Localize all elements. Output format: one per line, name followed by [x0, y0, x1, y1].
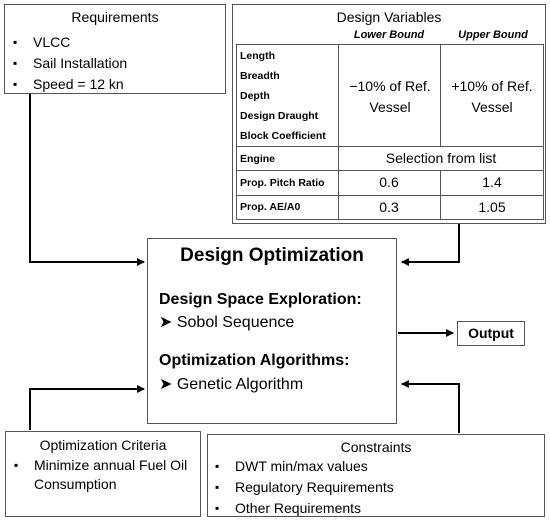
list-item: Regulatory Requirements — [213, 477, 394, 498]
list-item: Minimize annual Fuel Oil Consumption — [12, 456, 192, 494]
table-col-divider-2 — [440, 44, 441, 146]
pitch-lower-bound: 0.6 — [379, 174, 399, 190]
table-border-top — [236, 44, 544, 45]
design-variables-box: Design Variables — [232, 4, 546, 224]
table-row-divider-pitch — [236, 170, 544, 171]
table-row-divider-area — [236, 195, 544, 196]
engine-value: Selection from list — [385, 150, 497, 166]
arrow-bullet-icon: ➤ — [159, 314, 173, 331]
list-item: DWT min/max values — [213, 456, 394, 477]
area-upper-bound: 1.05 — [478, 199, 506, 215]
list-item: Other Requirements — [213, 498, 394, 519]
exploration-item: ➤ Sobol Sequence — [159, 312, 294, 332]
output-box: Output — [457, 321, 525, 346]
algorithms-item: ➤ Genetic Algorithm — [159, 374, 303, 394]
criteria-list: Minimize annual Fuel Oil Consumption — [12, 456, 192, 494]
table-border-right — [543, 44, 544, 220]
requirements-box: Requirements VLCC Sail Installation Spee… — [4, 4, 226, 95]
row-label-pitch-ratio: Prop. Pitch Ratio — [240, 177, 325, 189]
list-item: Speed = 12 kn — [11, 74, 127, 95]
list-item: VLCC — [11, 32, 127, 53]
geometry-upper-bound: +10% of Ref. Vessel — [451, 78, 533, 115]
optimization-criteria-box: Optimization Criteria Minimize annual Fu… — [5, 431, 201, 517]
constraints-box: Constraints DWT min/max values Regulator… — [207, 434, 545, 519]
arrow-constraints-to-optimization — [401, 380, 460, 433]
arrow-requirements-to-optimization — [29, 93, 145, 266]
constraints-list: DWT min/max values Regulatory Requiremen… — [213, 456, 394, 519]
row-label-breadth: Breadth — [240, 70, 280, 82]
row-label-length: Length — [240, 50, 275, 62]
row-label-block-coefficient: Block Coefficient — [240, 130, 326, 142]
row-label-area-ratio: Prop. AE/A0 — [240, 201, 301, 213]
algorithms-item-label: Genetic Algorithm — [176, 376, 304, 393]
algorithms-heading: Optimization Algorithms: — [159, 352, 350, 369]
requirements-title: Requirements — [71, 9, 159, 25]
table-row-divider-engine — [236, 146, 544, 147]
arrow-criteria-to-optimization — [29, 385, 145, 430]
geometry-lower-bound: −10% of Ref. Vessel — [349, 78, 431, 115]
exploration-item-label: Sobol Sequence — [176, 314, 295, 331]
row-label-engine: Engine — [240, 153, 276, 165]
area-lower-bound: 0.3 — [379, 199, 399, 215]
table-col-divider-1 — [338, 44, 339, 220]
row-label-depth: Depth — [240, 90, 270, 102]
design-optimization-title: Design Optimization — [180, 245, 364, 266]
exploration-heading: Design Space Exploration: — [159, 291, 362, 308]
table-border-bottom — [236, 219, 544, 220]
list-item: Sail Installation — [11, 53, 127, 74]
arrow-variables-to-optimization — [401, 222, 460, 266]
lower-bound-header: Lower Bound — [353, 29, 425, 41]
design-variables-table: Length Breadth Depth Design Draught Bloc… — [236, 44, 544, 220]
constraints-title: Constraints — [340, 439, 412, 455]
upper-bound-header: Upper Bound — [458, 29, 528, 41]
table-border-left — [236, 44, 237, 220]
row-label-design-draught: Design Draught — [240, 110, 319, 122]
pitch-upper-bound: 1.4 — [482, 174, 502, 190]
arrow-bullet-icon: ➤ — [159, 376, 173, 393]
design-variables-title: Design Variables — [336, 9, 442, 25]
optimization-criteria-title: Optimization Criteria — [39, 437, 167, 453]
requirements-list: VLCC Sail Installation Speed = 12 kn — [11, 32, 127, 95]
output-label: Output — [468, 325, 514, 341]
design-optimization-box: Design Optimization Design Space Explora… — [147, 238, 397, 424]
